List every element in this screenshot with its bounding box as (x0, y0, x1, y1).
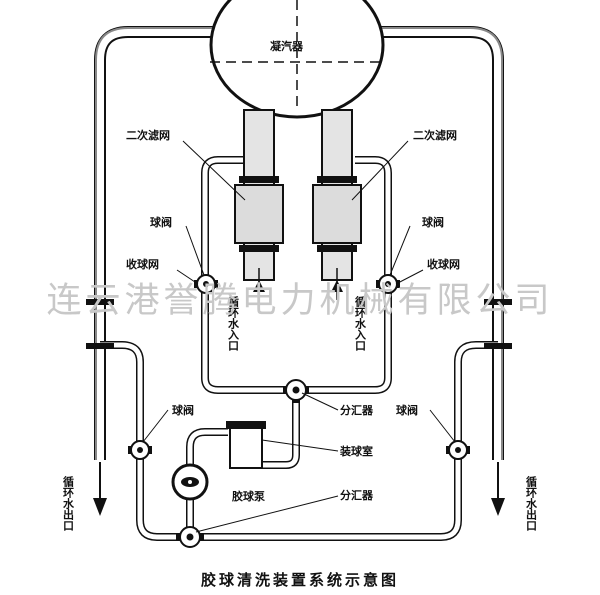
ball-chamber-label: 装球室 (339, 444, 373, 458)
valves (128, 274, 470, 548)
outlet-left-label: 循环水出口 (62, 475, 75, 532)
labels: 二次滤网 二次滤网 球阀 球阀 收球网 收球网 分汇器 球阀 球阀 装球室 胶球… (62, 128, 538, 532)
inlet-left-label: 循环水入口 (227, 295, 240, 352)
ball-pump (171, 463, 209, 501)
manifold-lower-valve (176, 526, 204, 548)
ball-collector-right-label: 收球网 (427, 257, 460, 271)
secondary-filter-right-label: 二次滤网 (413, 128, 457, 142)
filter-flange-left-bottom (239, 245, 279, 252)
ball-chamber-lid (226, 421, 266, 429)
outer-pipe-left (94, 26, 238, 460)
ball-valve-upper-left (194, 274, 218, 294)
filter-flange-left-top (239, 176, 279, 183)
manifold-lower-label: 分汇器 (340, 488, 374, 502)
collector-flange-left-b (86, 343, 114, 349)
ball-valve-upper-left-label: 球阀 (150, 215, 172, 229)
condenser: 凝汽器 (209, 0, 385, 119)
collector-flange-left-a (86, 299, 114, 305)
collector-flange-right-b (484, 343, 512, 349)
secondary-filter-left-label: 二次滤网 (126, 128, 170, 142)
lower-return-loop (136, 450, 462, 541)
watermark: 连云港誉腾电力机械有限公司 (46, 281, 553, 321)
secondary-filter-right-body (312, 184, 362, 244)
ball-valve-upper-right-label: 球阀 (422, 215, 444, 229)
filter-flange-right-top (317, 176, 357, 183)
leader-lines (142, 140, 456, 533)
secondary-filter-left-body (234, 184, 284, 244)
ball-chamber-body (229, 427, 263, 469)
ball-collector-left-label: 收球网 (126, 257, 159, 271)
manifold-upper-valve (283, 379, 309, 403)
collector-flanges (86, 299, 512, 349)
outlet-arrow-right (491, 498, 505, 516)
inlet-arrow-left (253, 280, 265, 292)
outlet-right-label: 循环水出口 (525, 475, 538, 532)
ball-valve-lower-left-label: 球阀 (172, 403, 194, 417)
filter-flange-right-bottom (317, 245, 357, 252)
ball-valve-lower-right-label: 球阀 (396, 403, 418, 417)
ball-valve-upper-right (376, 274, 400, 294)
ball-chamber (226, 421, 266, 469)
collector-flange-right-a (484, 299, 512, 305)
inlet-arrow-right (331, 280, 343, 292)
ball-valve-lower-left (128, 440, 152, 460)
outlet-arrows (93, 462, 505, 516)
manifold-to-chamber-pipe (262, 390, 300, 469)
inlet-pipes (234, 109, 362, 300)
diagram-title: 胶球清洗装置系统示意图 (201, 571, 399, 589)
condenser-label: 凝汽器 (270, 39, 304, 53)
condenser-shell (209, 0, 385, 119)
ball-valve-lower-right (446, 440, 470, 460)
outer-circulation-pipes (94, 26, 504, 460)
inlet-right-label: 循环水入口 (354, 295, 367, 352)
manifold-upper-label: 分汇器 (340, 403, 374, 417)
collector-branches (100, 341, 498, 450)
outlet-arrow-left (93, 498, 107, 516)
ball-pump-label: 胶球泵 (232, 489, 265, 503)
outer-pipe-right (362, 26, 504, 460)
